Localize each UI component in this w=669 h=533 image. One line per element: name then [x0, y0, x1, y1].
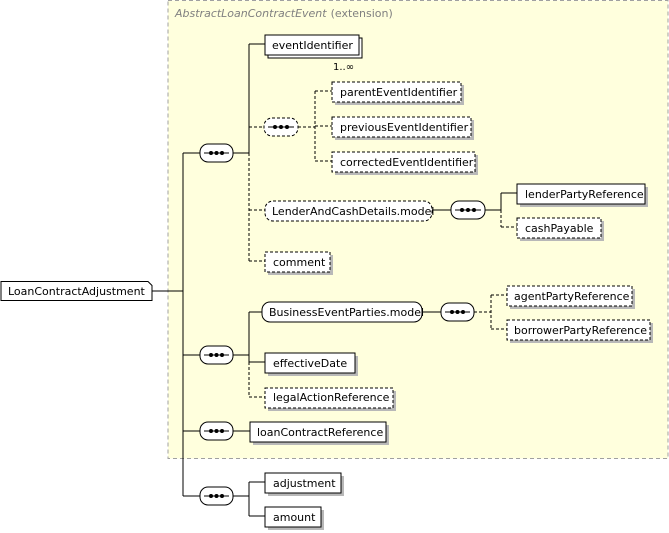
sequence-compositor-lender[interactable] [450, 200, 486, 220]
group-business-event-parties[interactable]: BusinessEventParties.model [261, 301, 424, 323]
sequence-compositor-3[interactable] [199, 421, 234, 441]
element-effective-date[interactable]: effectiveDate [264, 352, 358, 376]
element-cash-payable[interactable]: cashPayable [516, 217, 604, 241]
event-identifier-occurrence: 1..∞ [333, 62, 354, 73]
element-parent-event-identifier[interactable]: parentEventIdentifier [331, 81, 464, 105]
borrower-party-reference-label: borrowerPartyReference [514, 324, 647, 337]
effective-date-label: effectiveDate [273, 357, 347, 370]
sequence-compositor-2[interactable] [199, 345, 234, 365]
element-lender-party-reference[interactable]: lenderPartyReference [516, 183, 648, 207]
root-element[interactable]: LoanContractAdjustment [0, 281, 153, 301]
sequence-compositor-parties[interactable] [440, 302, 475, 322]
sequence-compositor-4[interactable] [199, 486, 234, 506]
sequence-compositor-identifiers[interactable] [263, 117, 299, 137]
event-identifier-label: eventIdentifier [272, 39, 353, 52]
element-previous-event-identifier[interactable]: previousEventIdentifier [331, 116, 474, 140]
agent-party-reference-label: agentPartyReference [514, 290, 630, 303]
root-label: LoanContractAdjustment [8, 285, 146, 298]
element-event-identifier[interactable]: eventIdentifier 1..∞ [264, 34, 363, 73]
element-amount[interactable]: amount [264, 506, 324, 530]
parent-event-identifier-label: parentEventIdentifier [340, 86, 458, 99]
element-corrected-event-identifier[interactable]: correctedEventIdentifier [331, 151, 478, 175]
comment-label: comment [273, 256, 326, 269]
connectors [152, 43, 517, 517]
amount-label: amount [273, 511, 316, 524]
sequence-compositor-1[interactable] [199, 143, 234, 163]
element-adjustment[interactable]: adjustment [264, 472, 344, 496]
business-event-parties-label: BusinessEventParties.model [269, 306, 424, 319]
loan-contract-reference-label: loanContractReference [257, 426, 383, 439]
element-agent-party-reference[interactable]: agentPartyReference [506, 285, 635, 309]
corrected-event-identifier-label: correctedEventIdentifier [340, 156, 474, 169]
element-loan-contract-reference[interactable]: loanContractReference [249, 421, 389, 445]
element-comment[interactable]: comment [264, 251, 333, 275]
legal-action-reference-label: legalActionReference [273, 391, 390, 404]
previous-event-identifier-label: previousEventIdentifier [340, 121, 469, 134]
element-borrower-party-reference[interactable]: borrowerPartyReference [506, 319, 653, 343]
element-legal-action-reference[interactable]: legalActionReference [264, 387, 396, 411]
lender-party-reference-label: lenderPartyReference [525, 188, 644, 201]
group-lender-and-cash-details[interactable]: LenderAndCashDetails.model [264, 200, 434, 222]
adjustment-label: adjustment [273, 477, 336, 490]
cash-payable-label: cashPayable [525, 222, 594, 235]
lender-and-cash-details-label: LenderAndCashDetails.model [272, 205, 434, 218]
extension-label: AbstractLoanContractEvent(extension) [174, 7, 393, 20]
